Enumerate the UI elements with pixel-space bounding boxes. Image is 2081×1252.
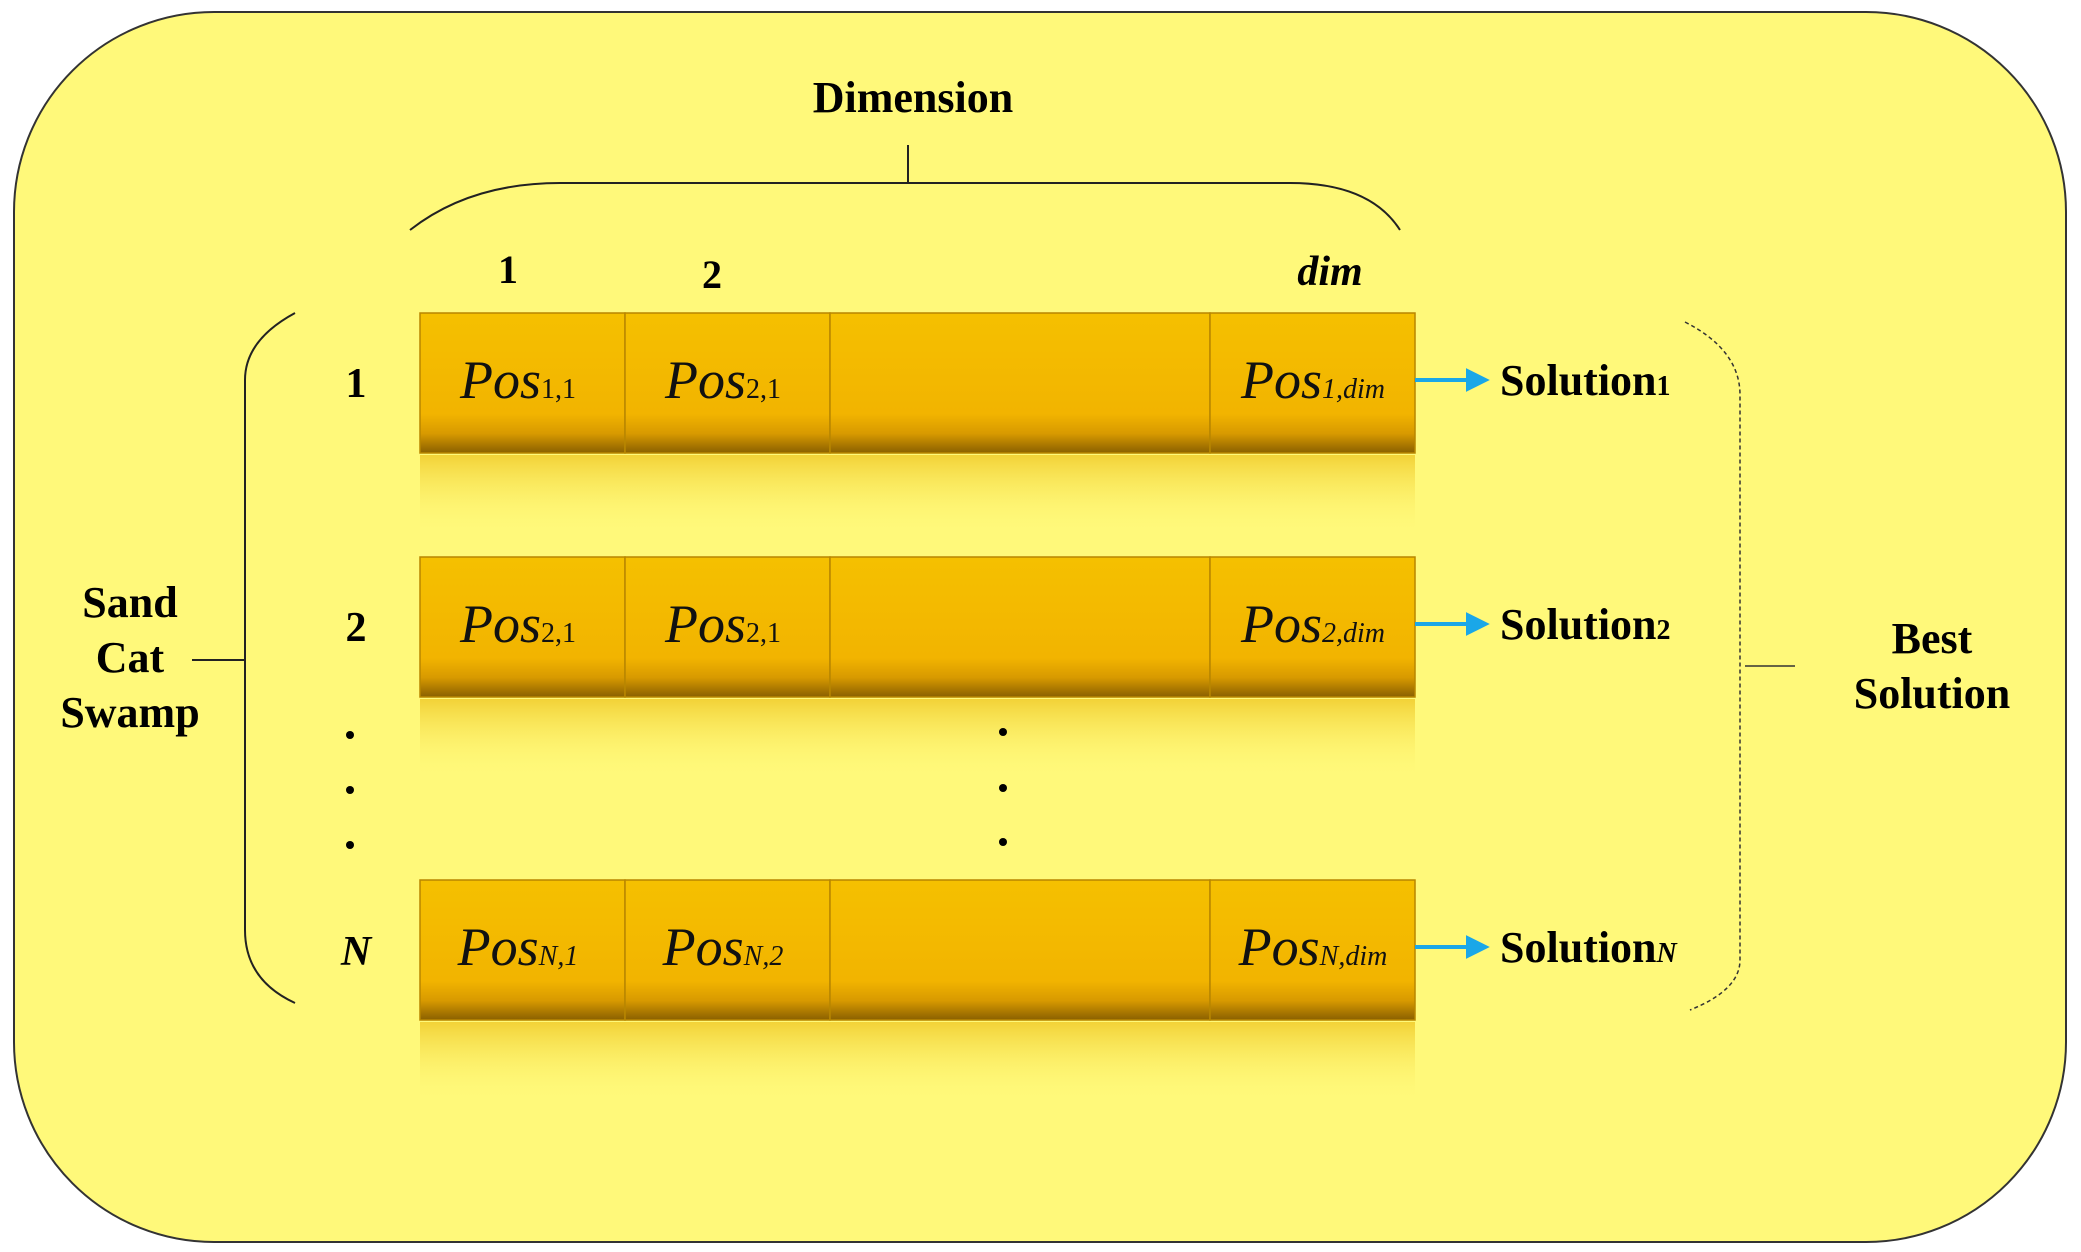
solution-label-subscript: 1 [1657,371,1671,402]
row-label-2: 2 [346,605,367,651]
swamp-label-line-1: Sand [82,578,177,627]
cell-reflection [830,1022,1210,1102]
cell-reflection [420,1022,625,1102]
solution-label: Solution2 [1500,600,1671,649]
cell-reflection [1210,1022,1415,1102]
position-cell [1209,556,1416,698]
cell-reflection [830,455,1210,535]
position-label-text: Pos [664,594,746,654]
position-label-subscript: 2,1 [541,618,576,649]
position-label: PosN,2 [662,917,784,977]
position-cell [419,312,626,454]
column-header-dim: dim [1297,249,1362,295]
swamp-brace [192,312,296,1004]
position-label-text: Pos [1240,594,1322,654]
swamp-label-line-2: Cat [96,633,165,682]
position-label-subscript: 2,dim [1322,618,1385,649]
position-label-subscript: 1,dim [1322,374,1385,405]
position-label-text: Pos [459,350,541,410]
cell-reflection [625,1022,830,1102]
cell-reflection [420,699,625,779]
position-cell-empty [829,312,1211,454]
position-cell-empty [829,879,1211,1021]
dimension-brace [409,145,1401,231]
position-cell-empty [829,556,1211,698]
solution-label: SolutionN [1500,923,1679,972]
dimension-label: Dimension [813,73,1013,122]
position-label-text: Pos [1240,350,1322,410]
cell-reflection [625,455,830,535]
position-cell [624,556,831,698]
position-cell [624,879,831,1021]
position-label-subscript: 1,1 [541,374,576,405]
solution-label: Solution1 [1500,356,1671,405]
best-solution-brace [1684,321,1741,1011]
cell-reflection [830,699,1210,779]
solution-label-text: Solution [1500,356,1657,405]
best-label-line-2: Solution [1854,669,2011,718]
cell-reflection [1210,699,1415,779]
best-label-line-1: Best [1892,614,1973,663]
position-label: PosN,dim [1238,917,1388,977]
position-label-subscript: 2,1 [746,374,781,405]
position-cell [1209,879,1416,1021]
ellipsis-middle [999,728,1007,846]
solution-label-text: Solution [1500,600,1657,649]
solution-label-text: Solution [1500,923,1657,972]
position-label-subscript: N,dim [1319,941,1388,972]
row-label-1: 1 [346,361,367,407]
column-header-1: 1 [498,247,518,292]
swamp-label-line-3: Swamp [60,688,199,737]
position-label-subscript: 2,1 [746,618,781,649]
column-header-2: 2 [702,252,722,297]
position-label: Pos2,1 [459,594,576,654]
position-label: PosN,1 [457,917,579,977]
position-cell [419,879,626,1021]
position-label-subscript: N,2 [743,941,784,972]
position-label: Pos2,1 [664,350,781,410]
solution-label-subscript: N [1656,938,1679,969]
position-label: Pos1,dim [1240,350,1385,410]
position-label-text: Pos [662,917,744,977]
position-cell [1209,312,1416,454]
position-label-subscript: N,1 [538,941,579,972]
cell-reflection [625,699,830,779]
position-cell [624,312,831,454]
position-label-text: Pos [664,350,746,410]
position-label: Pos2,dim [1240,594,1385,654]
position-label: Pos1,1 [459,350,576,410]
position-label-text: Pos [457,917,539,977]
position-label-text: Pos [1238,917,1320,977]
position-label: Pos2,1 [664,594,781,654]
position-label-text: Pos [459,594,541,654]
cell-reflection [420,455,625,535]
cell-reflection [1210,455,1415,535]
ellipsis-left [346,731,354,849]
row-label-n: N [340,929,373,975]
solution-label-subscript: 2 [1657,615,1671,646]
